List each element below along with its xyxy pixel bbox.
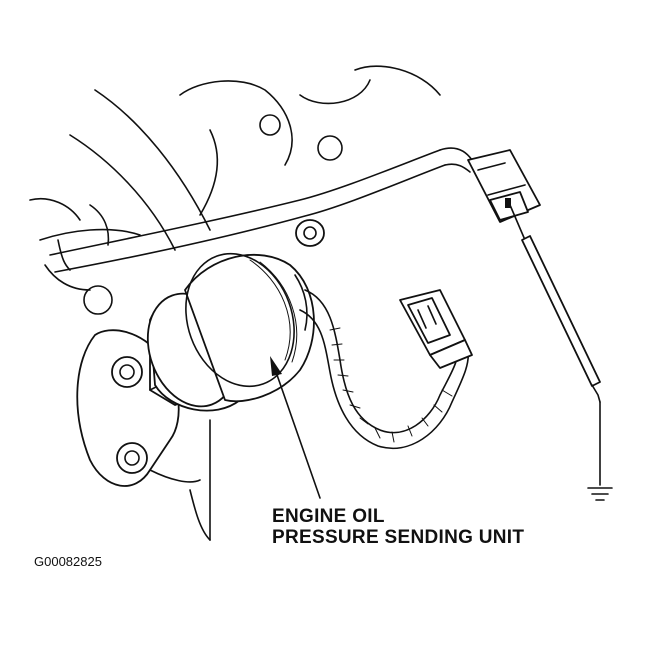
sensor-pigtail-wire — [299, 289, 470, 450]
test-lead-probe — [509, 204, 601, 486]
ground-symbol-icon — [587, 487, 613, 501]
harness-connector — [467, 149, 541, 223]
sending-unit-body — [146, 252, 315, 412]
callout-line-1: ENGINE OIL — [272, 506, 385, 527]
wiring-harness — [49, 147, 473, 273]
connector-icon — [399, 289, 473, 369]
callout-line-2: PRESSURE SENDING UNIT — [272, 527, 525, 548]
component-callout-label: ENGINE OIL PRESSURE SENDING UNIT — [272, 506, 524, 548]
lower-frame-lines — [189, 419, 211, 541]
figure-id-label: G00082825 — [34, 554, 102, 569]
callout-leader-line — [270, 356, 321, 499]
engine-block-outline — [29, 65, 441, 315]
